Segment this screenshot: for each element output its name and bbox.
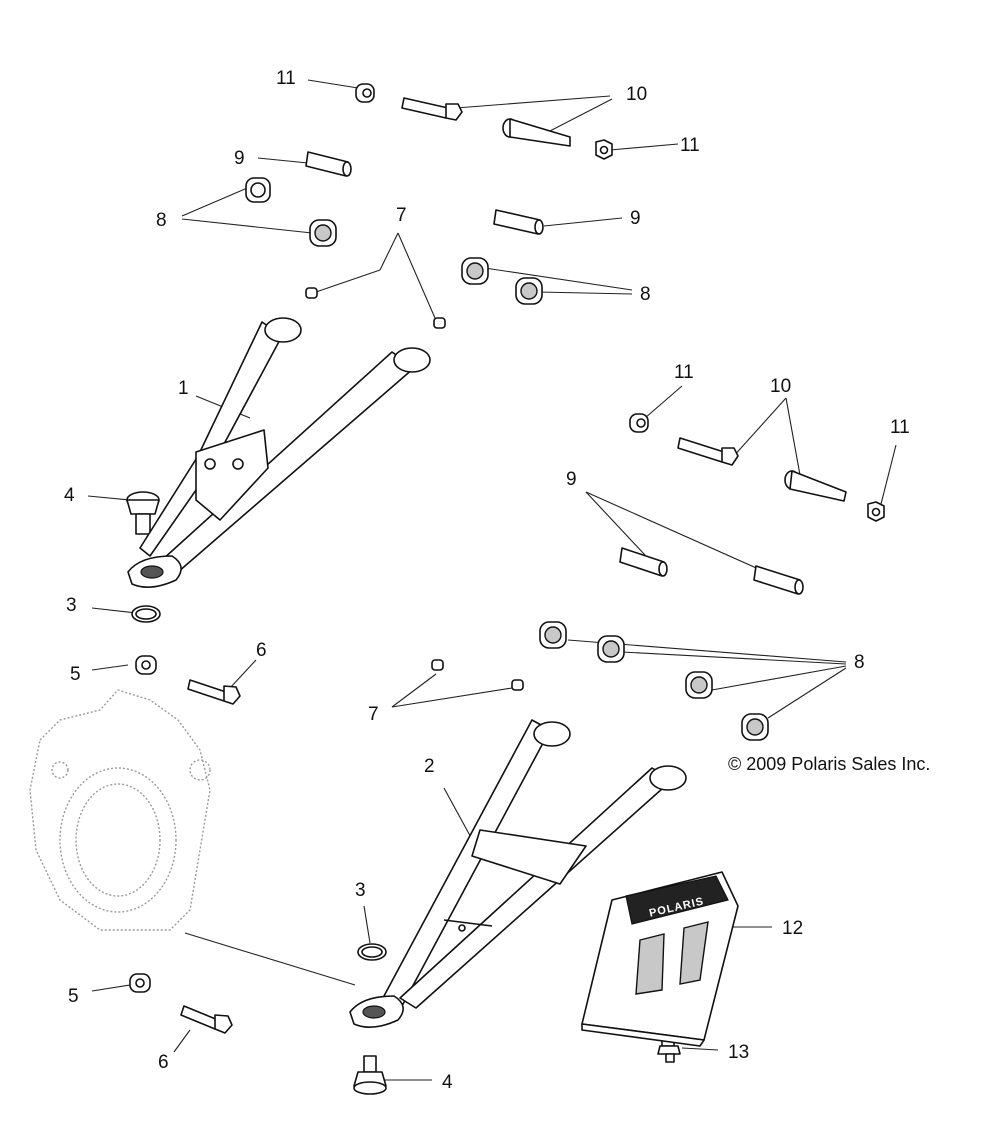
callout-10: 10	[626, 84, 647, 105]
upper-a-arm-1	[127, 317, 431, 588]
callout-labels: 11 10 11 9 7 9 8 8 1 11 10 11 4 9 3 5 6 …	[64, 68, 930, 1093]
callout-1: 1	[178, 378, 189, 399]
callout-2: 2	[424, 756, 435, 777]
steering-knuckle	[29, 689, 211, 931]
callout-7: 7	[396, 205, 407, 226]
nut-11-top-right	[595, 139, 613, 160]
callout-8: 8	[156, 210, 167, 231]
bushing-8-e	[539, 621, 567, 649]
sleeve-9-b	[493, 209, 544, 235]
bushing-8-d	[515, 277, 543, 305]
nut-11-mid-right	[867, 501, 885, 522]
grease-fitting-7-b	[433, 317, 446, 329]
callout-9: 9	[234, 148, 245, 169]
retaining-ring-3-bottom	[357, 943, 387, 961]
bushing-8-g	[685, 671, 713, 699]
nut-5-bottom	[129, 973, 151, 993]
callout-8: 8	[854, 652, 865, 673]
callout-6: 6	[256, 640, 267, 661]
sleeve-9-a	[305, 151, 352, 177]
grease-fitting-7-c	[431, 659, 444, 671]
copyright-notice: © 2009 Polaris Sales Inc.	[728, 754, 930, 774]
nut-5-top	[135, 655, 157, 675]
skid-plate-12: POLARIS	[581, 871, 739, 1047]
sleeve-9-c	[619, 547, 668, 577]
bolt-13	[657, 1039, 681, 1063]
bushing-8-f	[597, 635, 625, 663]
callout-12: 12	[782, 918, 803, 939]
callout-6: 6	[158, 1052, 169, 1073]
ball-joint-4-top	[126, 491, 160, 535]
sleeve-9-d	[753, 565, 804, 595]
nut-11-mid-left	[629, 413, 649, 433]
callout-10: 10	[770, 376, 791, 397]
callout-8: 8	[640, 284, 651, 305]
callout-9: 9	[630, 208, 641, 229]
bolt-10-top-2	[502, 118, 571, 147]
lower-a-arm-2	[349, 719, 687, 1028]
grease-fitting-7-a	[305, 287, 318, 299]
retaining-ring-3-top	[131, 605, 161, 623]
callout-3: 3	[66, 595, 77, 616]
callout-11: 11	[674, 362, 694, 383]
bolt-10-top-1	[401, 97, 463, 121]
grease-fitting-7-d	[511, 679, 524, 691]
bolt-10-mid-1	[677, 437, 739, 466]
bushing-8-c	[461, 257, 489, 285]
callout-13: 13	[728, 1042, 749, 1063]
callout-5: 5	[70, 664, 81, 685]
ball-joint-4-bottom	[353, 1055, 387, 1095]
callout-11: 11	[680, 135, 700, 156]
callout-7: 7	[368, 704, 379, 725]
callout-11: 11	[890, 417, 910, 438]
bushing-8-a	[245, 177, 271, 203]
callout-11: 11	[276, 68, 296, 89]
callout-9: 9	[566, 469, 577, 490]
bolt-6-top	[187, 679, 241, 705]
callout-5: 5	[68, 986, 79, 1007]
bolt-6-bottom	[180, 1005, 233, 1034]
bushing-8-h	[741, 713, 769, 741]
bolt-10-mid-2	[784, 470, 847, 502]
callout-3: 3	[355, 880, 366, 901]
callout-4: 4	[442, 1072, 453, 1093]
nut-11-top-left	[355, 83, 375, 103]
bushing-8-b	[309, 219, 337, 247]
callout-4: 4	[64, 485, 75, 506]
